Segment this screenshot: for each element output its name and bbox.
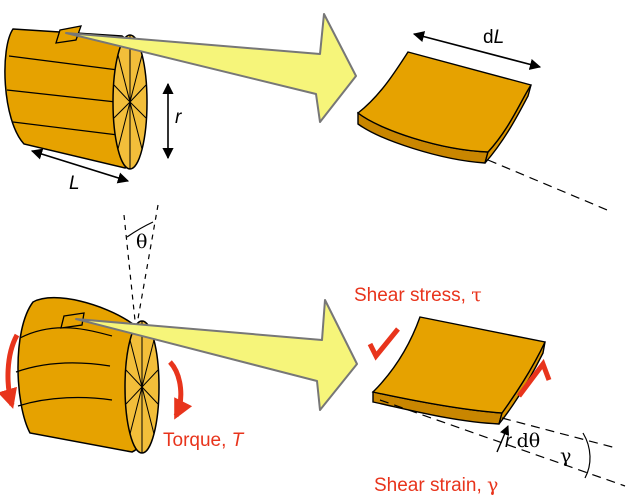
shear-stress-label: Shear stress, τ	[354, 284, 482, 306]
top-dashed-extension	[487, 159, 613, 213]
top-radius-label: r	[175, 107, 182, 128]
bottom-zoom-arrow	[75, 299, 358, 411]
shear-stress-arrow-left	[367, 327, 400, 361]
bottom-surface-element	[60, 312, 85, 329]
gamma-label: γ	[560, 445, 571, 467]
twist-angle-label: θ	[136, 231, 147, 253]
bottom-element-face	[371, 316, 547, 414]
torque-arrow-left	[0, 333, 20, 409]
top-element	[356, 51, 533, 164]
shear-stress-arrow-right	[517, 358, 552, 398]
top-zoom-arrow	[65, 13, 357, 123]
twist-angle-arc	[126, 221, 154, 238]
bottom-cylinder-line	[17, 396, 113, 407]
top-cylinder-line	[6, 89, 117, 103]
strain-dashed-upper	[501, 417, 617, 449]
top-element-face	[356, 51, 533, 153]
torque-label: Torque, T	[163, 430, 245, 451]
strain-dashed-lower	[379, 399, 626, 487]
bottom-end-spokes	[125, 321, 159, 453]
bottom-cylinder-line	[15, 362, 111, 373]
top-cylinder-line	[12, 121, 119, 136]
torque-arrow-right	[168, 360, 193, 420]
bottom-cylinder-line	[19, 327, 113, 339]
bottom-element	[371, 316, 547, 425]
top-dl-arrow	[412, 31, 542, 70]
top-end-spokes	[113, 35, 147, 169]
arc-length-arrow	[496, 425, 510, 453]
top-cylinder-line	[8, 55, 119, 71]
twist-rotated-line	[135, 204, 159, 331]
shear-strain-label: Shear strain, γ	[374, 474, 498, 496]
arc-length-label: r dθ	[505, 430, 540, 452]
top-length-label: L	[69, 173, 80, 194]
gamma-arc	[582, 432, 591, 479]
top-dl-label: dL	[483, 27, 504, 48]
bottom-cylinder	[15, 296, 160, 454]
top-cylinder	[4, 25, 148, 170]
top-length-arrow	[30, 148, 130, 184]
